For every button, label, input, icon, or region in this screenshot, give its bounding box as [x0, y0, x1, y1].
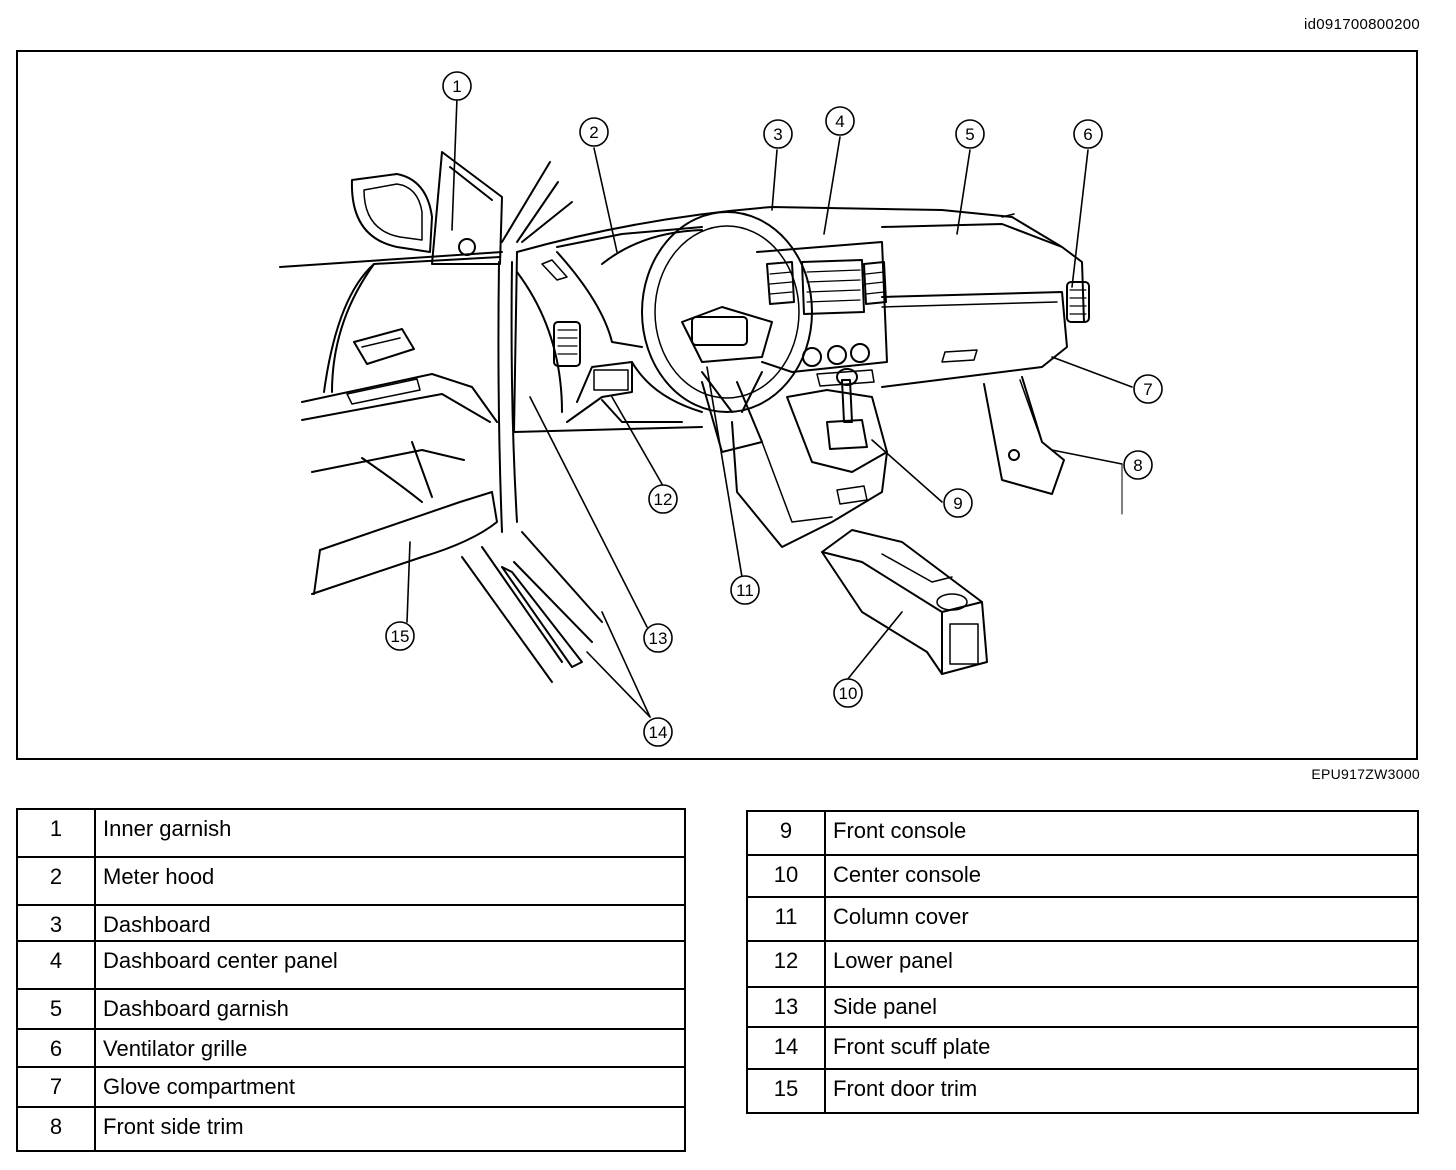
part-number: 8 — [16, 1106, 96, 1152]
callout-circle — [763, 119, 793, 149]
callout-label: 14 — [649, 723, 668, 742]
callout-circle — [825, 106, 855, 136]
callout-circle — [730, 575, 760, 605]
part-name: Dashboard — [94, 904, 686, 942]
part-number: 9 — [746, 810, 826, 856]
callout-circle — [1133, 374, 1163, 404]
part-number: 12 — [746, 940, 826, 988]
figure-code: EPU917ZW3000 — [1311, 766, 1420, 782]
part-number: 5 — [16, 988, 96, 1030]
callout-circle — [943, 488, 973, 518]
callout-circle — [643, 623, 673, 653]
callout-circle — [385, 621, 415, 651]
part-name: Front door trim — [824, 1068, 1419, 1114]
callout-circle — [1073, 119, 1103, 149]
part-name: Front side trim — [94, 1106, 686, 1152]
callout-label: 13 — [649, 629, 668, 648]
callout-label: 4 — [835, 112, 844, 131]
part-name: Meter hood — [94, 856, 686, 906]
part-number: 11 — [746, 896, 826, 942]
part-name: Glove compartment — [94, 1066, 686, 1108]
callout-label: 1 — [452, 77, 461, 96]
part-name: Lower panel — [824, 940, 1419, 988]
callout-label: 2 — [589, 123, 598, 142]
document-id: id091700800200 — [1304, 16, 1420, 33]
part-name: Ventilator grille — [94, 1028, 686, 1068]
part-name: Dashboard center panel — [94, 940, 686, 990]
part-name: Front scuff plate — [824, 1026, 1419, 1070]
callout-circle — [1123, 450, 1153, 480]
callout-label: 7 — [1143, 380, 1152, 399]
part-number: 7 — [16, 1066, 96, 1108]
callout-label: 15 — [391, 627, 410, 646]
part-name: Front console — [824, 810, 1419, 856]
part-number: 2 — [16, 856, 96, 906]
part-name: Side panel — [824, 986, 1419, 1028]
part-name: Dashboard garnish — [94, 988, 686, 1030]
callout-label: 8 — [1133, 456, 1142, 475]
callout-label: 3 — [773, 125, 782, 144]
part-number: 15 — [746, 1068, 826, 1114]
part-number: 6 — [16, 1028, 96, 1068]
callout-circle — [442, 71, 472, 101]
callout-circle — [643, 717, 673, 747]
callout-circle — [955, 119, 985, 149]
callout-label: 6 — [1083, 125, 1092, 144]
callout-label: 9 — [953, 494, 962, 513]
callout-circle — [579, 117, 609, 147]
callout-circle — [648, 484, 678, 514]
callout-circle — [833, 678, 863, 708]
callout-label: 5 — [965, 125, 974, 144]
part-number: 3 — [16, 904, 96, 942]
part-number: 14 — [746, 1026, 826, 1070]
part-name: Inner garnish — [94, 808, 686, 858]
part-name: Center console — [824, 854, 1419, 898]
part-number: 1 — [16, 808, 96, 858]
part-number: 4 — [16, 940, 96, 990]
part-name: Column cover — [824, 896, 1419, 942]
callout-label: 11 — [736, 581, 754, 600]
callout-label: 10 — [839, 684, 858, 703]
part-number: 13 — [746, 986, 826, 1028]
callout-label: 12 — [654, 490, 673, 509]
part-number: 10 — [746, 854, 826, 898]
